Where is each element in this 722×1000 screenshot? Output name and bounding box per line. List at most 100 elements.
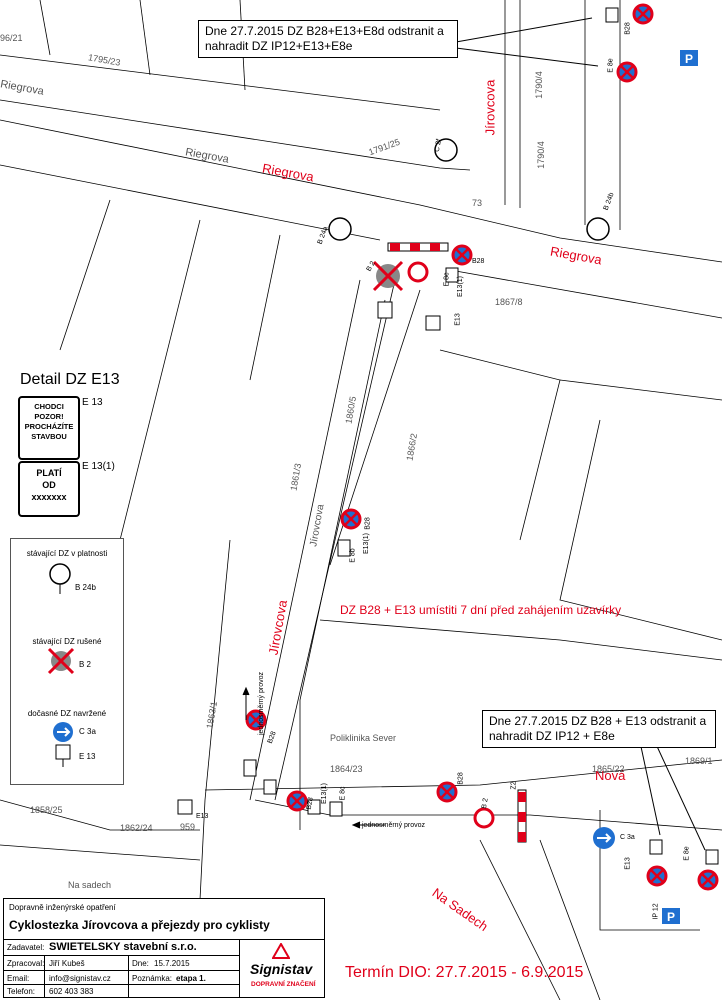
callout-bottom: Dne 27.7.2015 DZ B28 + E13 odstranit a n… [482,710,716,748]
parking-signs: P P [662,50,698,924]
oneway-note-1: jednosměrný provoz [258,671,266,736]
legend-panel: stávající DZ v platnosti B 24b stávající… [10,538,124,785]
date-label: Dne: [132,959,149,968]
logo-text: Signistav [250,961,313,977]
parcel-number: 1790/4 [535,141,546,169]
parcel-line [319,619,722,661]
parcel-number: 1869/1 [685,756,713,766]
no-stopping-signs [245,3,719,891]
svg-text:P: P [685,52,693,66]
parcel-number: 1858/25 [30,805,63,815]
parcel-line [139,0,151,76]
sign-code-e13: E13 [624,857,632,870]
parcel-number: 73 [472,198,483,208]
small-plates [177,7,719,865]
sign-code-e8c: E 8c [443,272,451,287]
detail-e13-1-label: E 13(1) [82,461,115,472]
author-label: Zpracoval: [7,959,45,968]
legend-cancelled-code: B 2 [79,660,92,669]
sign-code-b28: B28 [457,772,465,785]
parcel-line [0,54,441,111]
legend-cancelled-icon [47,647,75,675]
sign-code-b28: B28 [364,517,372,530]
sign-code-e13-1: E13(1) [321,782,329,805]
parcel-line [539,839,601,1000]
phone-label: Telefon: [7,987,36,996]
sign-code-e8e: E 8e [607,58,615,73]
author-value: Jiří Kubeš [49,959,85,968]
parcel-line [249,234,281,381]
logo-subtext: DOPRAVNÍ ZNAČENÍ [251,981,316,988]
parcel-line [0,799,200,831]
b28-notice: DZ B28 + E13 umístiti 7 dní před zahájen… [340,603,622,617]
parcel-line [299,299,386,830]
parcel-line [0,99,471,171]
detail-e13-label: E 13 [82,397,103,408]
parcel-line [249,279,361,801]
parcel-number: 96/21 [0,33,23,43]
parcel-line [0,119,722,263]
poliklinika-label: Poliklinika Sever [330,733,397,743]
parcel-line [199,539,231,901]
date-value: 15.7.2015 [154,959,190,968]
parcel-line [204,759,722,791]
parcel-line [274,279,396,801]
legend-proposed-code-2: E 13 [79,752,96,761]
svg-text:P: P [667,910,675,924]
sign-code-e8b: E 8b [349,548,357,563]
parcel-number: 1867/8 [495,297,523,307]
title-heading: Dopravně inženýrské opatření [9,903,116,912]
legend-proposed-code-1: C 3a [79,727,96,736]
parcel-line [0,164,381,241]
sign-code-b28: B28 [472,258,485,265]
oneway-note-2: jednosměrný provoz [362,822,426,829]
detail-title: Detail DZ E13 [20,371,120,388]
sign-code-c3a: C 3a [620,834,635,841]
no-entry-signs [407,261,495,829]
callout-pointer [639,741,661,836]
email-label: Email: [7,974,30,983]
detour-sign-c3a [593,827,615,849]
legend-existing: stávající DZ v platnosti [26,549,108,558]
term-text: Termín DIO: 27.7.2015 - 6.9.2015 [345,964,584,981]
parcel-number: 1790/4 [533,71,544,99]
legend-cancelled: stávající DZ rušené [32,637,102,646]
parcel-line [479,839,561,1000]
parcel-number: 1862/24 [120,823,153,833]
client-label: Zadavatel: [7,943,45,952]
sign-code-e13-1: E13(1) [457,275,465,298]
parcel-line [559,379,722,401]
street-na-sadech-gray: Na sadech [68,880,112,890]
parcel-number: 1865/22 [592,764,625,774]
sign-code-b28: B28 [624,22,632,35]
callout-top: Dne 27.7.2015 DZ B28+E13+E8d odstranit a… [198,20,458,58]
sign-code-e13: E13 [196,813,209,820]
turn-signs [328,138,610,241]
legend-existing-code: B 24b [75,583,96,592]
title-block: Dopravně inženýrské opatření Cyklostezka… [3,898,325,998]
parcel-line [59,199,111,351]
parcel-line [559,419,722,641]
parcel-line [0,844,201,861]
signistav-logo-icon [272,943,290,959]
parcel-number: 959 [180,822,196,832]
callout-pointer [654,741,706,851]
callout-pointer [455,47,599,67]
client-value: SWIETELSKY stavební s.r.o. [49,941,197,953]
legend-existing-icon [49,563,71,594]
sign-code-e13-1: E13(1) [363,532,371,555]
parcel-number: 1864/23 [330,764,363,774]
parcel-line [439,349,561,541]
parcel-line [119,219,201,541]
street-jirovcova-1: Jírovcova [482,79,498,136]
sign-code-e13: E13 [454,313,462,326]
sign-code-e8e: E 8e [683,846,691,861]
note-label: Poznámka: [132,974,173,983]
parcel-line [39,0,51,56]
sign-code-e8c: E 8c [339,786,347,801]
sign-code-z2: Z2 [510,781,518,790]
sign-code-ip12: IP 12 [652,903,660,920]
